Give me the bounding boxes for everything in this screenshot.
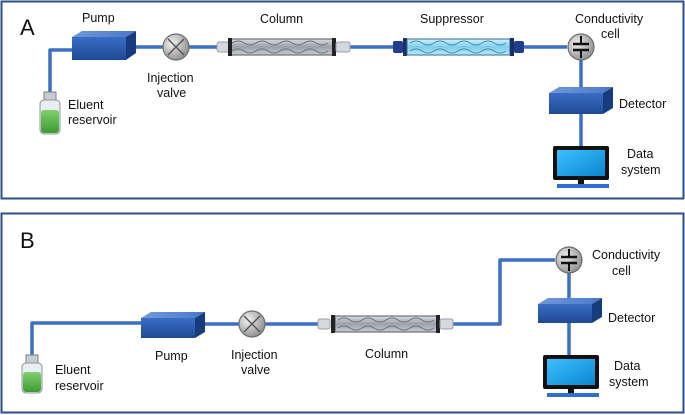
- panel-b-injection-label-2: valve: [241, 363, 270, 377]
- panel-a-column: [216, 38, 351, 56]
- panel-a-eluent-reservoir: [39, 91, 61, 135]
- panel-a-data-label-2: system: [621, 163, 661, 177]
- panel-b-pump-label: Pump: [155, 349, 188, 363]
- panel-a-eluent-label-1: Eluent: [68, 98, 104, 112]
- panel-b-eluent-label-1: Eluent: [55, 363, 91, 377]
- panel-b-eluent-reservoir: [21, 354, 43, 394]
- panel-a-data-system: [553, 146, 609, 188]
- panel-b-data-system: [543, 355, 599, 397]
- panel-a-injection-label-2: valve: [157, 86, 186, 100]
- panel-a-letter: A: [20, 15, 35, 40]
- panel-b-tubing: [30, 258, 571, 356]
- panel-a-injection-valve: [162, 33, 190, 61]
- panel-b-eluent-label-2: reservoir: [55, 379, 104, 393]
- panel-a-detector: [549, 87, 613, 114]
- panel-a-eluent-label-2: reservoir: [68, 113, 117, 127]
- panel-b-data-label-1: Data: [614, 359, 640, 373]
- panel-a-conductivity-label-2: cell: [601, 27, 620, 41]
- panel-b: B Eluent reservoir Pump: [0, 212, 685, 414]
- panel-a-suppressor: [393, 38, 524, 56]
- panel-b-letter: B: [20, 228, 35, 253]
- panel-a-column-label: Column: [260, 12, 303, 26]
- panel-b-column-label: Column: [365, 347, 408, 361]
- panel-a-suppressor-label: Suppressor: [420, 12, 484, 26]
- panel-a-frame: [0, 0, 685, 200]
- panel-a-conductivity-cell: [567, 33, 595, 61]
- panel-b-conductivity-label-1: Conductivity: [592, 248, 661, 262]
- panel-b-column: [317, 315, 454, 333]
- panel-b-detector: [538, 298, 602, 323]
- panel-a-pump: [72, 31, 136, 60]
- panel-b-data-label-2: system: [609, 375, 649, 389]
- panel-b-conductivity-label-2: cell: [612, 264, 631, 278]
- panel-b-injection-label-1: Injection: [231, 348, 278, 362]
- panel-b-detector-label: Detector: [608, 311, 655, 325]
- panel-b-injection-valve: [238, 310, 266, 338]
- panel-a-detector-label: Detector: [619, 97, 666, 111]
- panel-a-injection-label-1: Injection: [147, 71, 194, 85]
- panel-b-frame: [0, 212, 685, 414]
- panel-b-pump: [141, 312, 205, 338]
- panel-a-tubing: [48, 45, 583, 147]
- panel-a-data-label-1: Data: [627, 147, 653, 161]
- panel-b-conductivity-cell: [555, 246, 583, 274]
- panel-a: A Eluent reservoir Pump: [0, 0, 685, 200]
- panel-a-pump-label: Pump: [82, 11, 115, 25]
- panel-a-conductivity-label-1: Conductivity: [575, 12, 644, 26]
